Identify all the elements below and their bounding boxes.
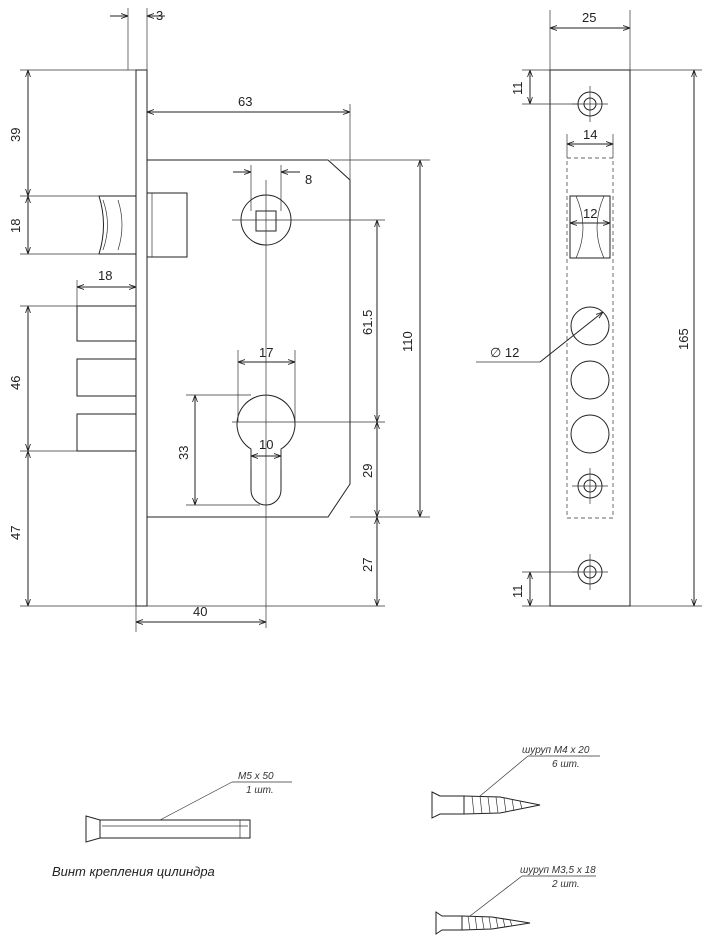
dim-11-bottom: 11 [510, 572, 530, 606]
dim-17-label: 17 [259, 345, 273, 360]
cylinder-screw-caption: Винт крепления цилиндра [52, 864, 215, 879]
dim-11-top: 11 [510, 70, 530, 104]
dim-8-label: 8 [305, 172, 312, 187]
screw-m4-qty: 6 шт. [552, 759, 580, 770]
dim-110-label: 110 [400, 331, 415, 352]
dim-18-bolt-label: 18 [98, 268, 112, 283]
dim-12-latch: 12 [570, 206, 610, 223]
screw-m4: шуруп М4 x 20 6 шт. [431, 745, 600, 819]
dim-46: 46 [8, 306, 28, 451]
dim-14: 14 [567, 127, 613, 144]
dim-diameter-12-label: ∅ 12 [490, 345, 519, 360]
cylinder-screw: M5 x 50 1 шт. Винт крепления цилиндра [52, 771, 292, 879]
dim-46-label: 46 [8, 376, 23, 390]
faceplate-front-view: 25 11 14 12 ∅ 12 165 11 [476, 10, 702, 607]
dim-17: 17 [238, 345, 295, 362]
dim-27: 27 [360, 517, 377, 606]
dim-63-label: 63 [238, 94, 252, 109]
dim-3-label: 3 [156, 8, 163, 23]
dim-39-label: 39 [8, 128, 23, 142]
faceplate-front [549, 69, 631, 607]
dim-40: 40 [136, 604, 266, 622]
dim-10: 10 [251, 437, 281, 456]
cylinder-screw-spec: M5 x 50 [238, 771, 274, 782]
dim-33: 33 [176, 395, 195, 505]
dim-11-top-label: 11 [510, 82, 525, 96]
dim-110: 110 [400, 160, 420, 517]
screw-m35-qty: 2 шт. [551, 879, 580, 890]
bolt-holes [570, 306, 610, 454]
screw-m35: шуруп М3,5 x 18 2 шт. [435, 865, 596, 935]
dim-12-latch-label: 12 [583, 206, 597, 221]
lock-side-view: 3 63 39 18 18 46 47 8 [8, 8, 430, 632]
dim-10-label: 10 [259, 437, 273, 452]
dim-18-bolt: 18 [77, 268, 136, 287]
dim-63: 63 [147, 94, 350, 112]
screw-m4-spec: шуруп М4 x 20 [522, 745, 590, 756]
dim-18-latch: 18 [8, 196, 28, 254]
dim-29-label: 29 [360, 464, 375, 478]
dim-25: 25 [550, 10, 630, 28]
bolt-window [566, 157, 614, 519]
dim-47-label: 47 [8, 526, 23, 540]
screw-m35-spec: шуруп М3,5 x 18 [520, 865, 596, 876]
dim-165-label: 165 [676, 328, 691, 350]
faceplate [135, 69, 148, 607]
dim-47: 47 [8, 451, 28, 606]
dim-diameter-12: ∅ 12 [490, 312, 603, 363]
dim-25-label: 25 [582, 10, 596, 25]
dim-40-label: 40 [193, 604, 207, 619]
dim-8: 8 [233, 172, 312, 187]
dim-165: 165 [676, 70, 694, 606]
dim-39: 39 [8, 70, 28, 196]
cylinder-screw-qty: 1 шт. [246, 785, 274, 796]
latch-bolt [98, 192, 188, 258]
dim-61-5-label: 61.5 [360, 310, 375, 335]
dim-18-latch-label: 18 [8, 219, 23, 233]
dim-61-5: 61.5 [360, 220, 377, 422]
dim-14-label: 14 [583, 127, 597, 142]
dim-29: 29 [360, 422, 377, 517]
dim-3: 3 [110, 8, 165, 23]
dim-11-bottom-label: 11 [510, 585, 525, 599]
lock-body [147, 159, 351, 518]
latch-slot [569, 195, 611, 259]
dead-bolts [76, 305, 137, 452]
screw-hole-middle [572, 468, 608, 504]
dim-33-label: 33 [176, 446, 191, 460]
dim-27-label: 27 [360, 558, 375, 572]
